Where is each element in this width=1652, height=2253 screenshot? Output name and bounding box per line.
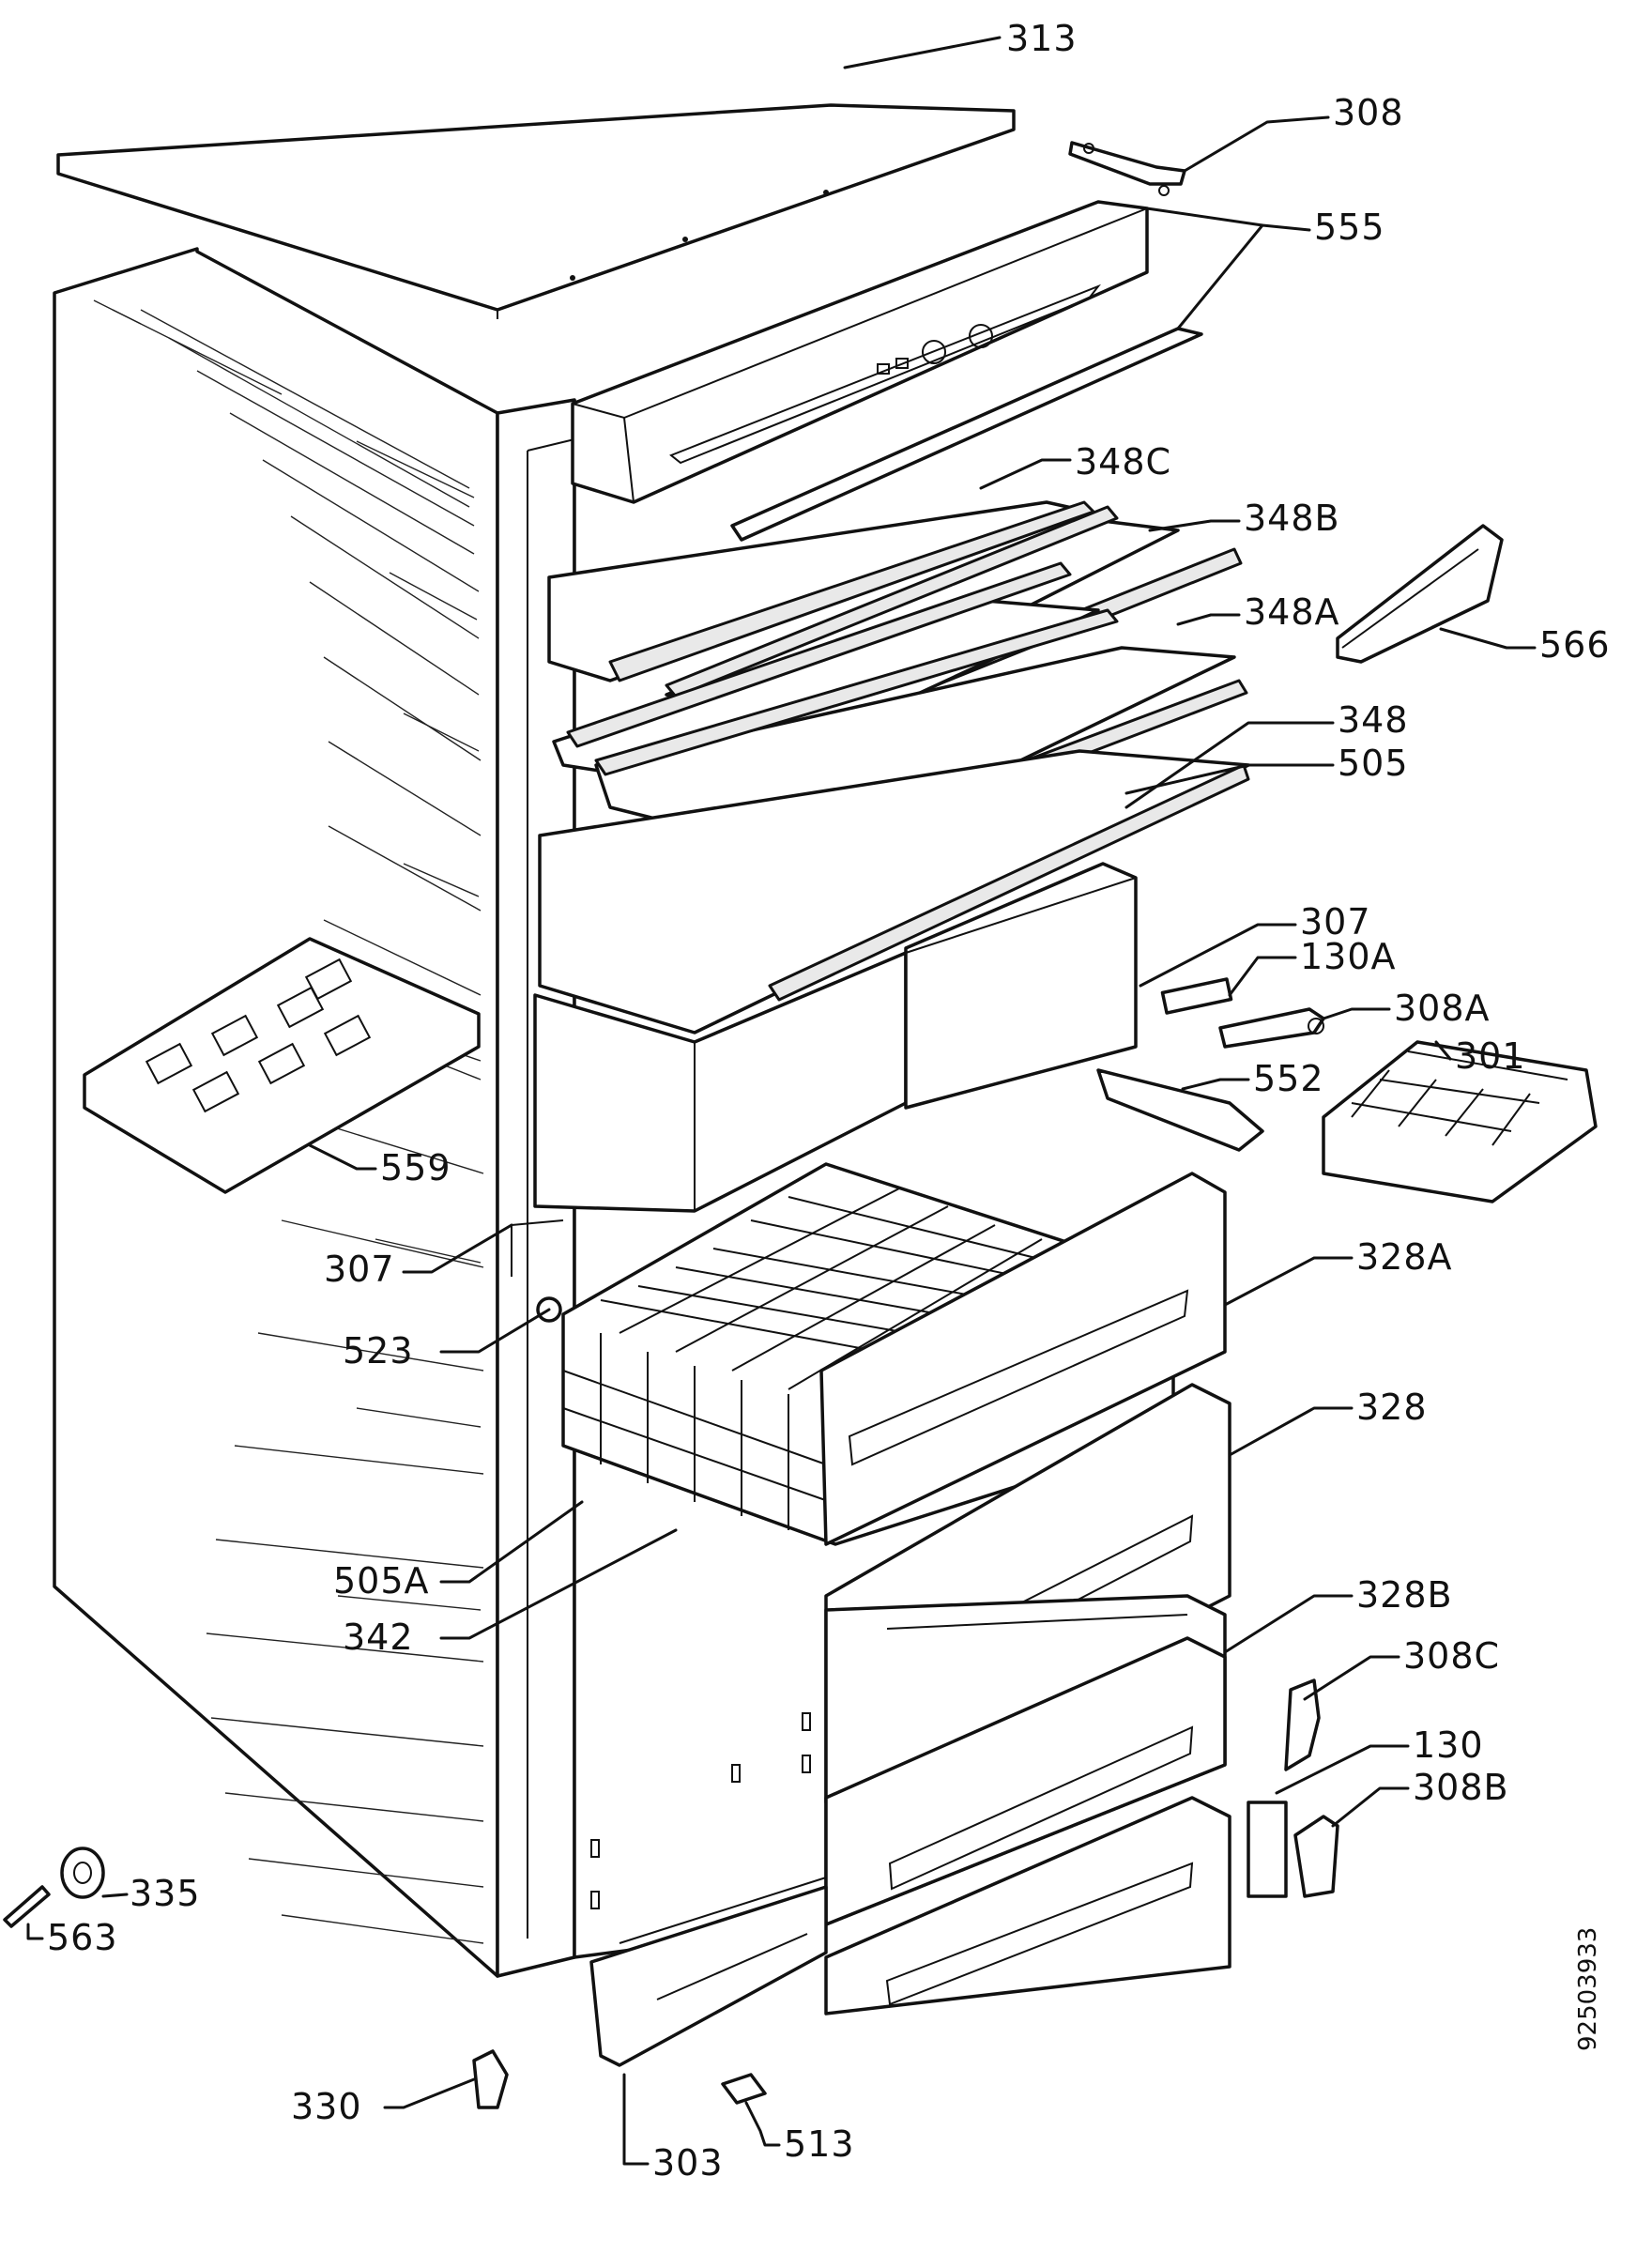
ice-pack-559 [83, 937, 481, 1194]
label-335: 335 [130, 1873, 201, 1914]
label-301: 301 [1455, 1035, 1526, 1077]
plinth-303 [589, 1877, 828, 2067]
label-130: 130 [1413, 1724, 1484, 1766]
ice-tray-301 [1322, 1040, 1598, 1203]
label-555: 555 [1314, 207, 1385, 248]
label-308: 308 [1333, 92, 1404, 133]
label-313: 313 [1006, 18, 1078, 59]
label-348B: 348B [1244, 498, 1340, 539]
label-348C: 348C [1075, 441, 1171, 483]
label-130A: 130A [1300, 936, 1397, 977]
crisper-drawers [533, 862, 1138, 1213]
label-303: 303 [652, 2142, 724, 2184]
label-328A: 328A [1356, 1236, 1453, 1278]
label-348A: 348A [1244, 591, 1340, 633]
label-308A: 308A [1394, 988, 1491, 1029]
handle-566 [1336, 524, 1504, 664]
label-559: 559 [380, 1147, 451, 1188]
label-513: 513 [784, 2123, 855, 2165]
label-342: 342 [343, 1617, 414, 1658]
label-552: 552 [1253, 1058, 1324, 1099]
label-307-top: 307 [1300, 901, 1371, 943]
label-505: 505 [1338, 743, 1409, 784]
label-505A: 505A [333, 1560, 430, 1602]
label-328B: 328B [1356, 1574, 1453, 1616]
top-cover-313 [56, 103, 1016, 319]
part-labels: 313 308 555 348C 348B 566 348A 348 505 3… [47, 18, 1611, 2184]
top-hinge-308 [1068, 141, 1186, 196]
label-348: 348 [1338, 699, 1409, 741]
label-523: 523 [343, 1330, 414, 1372]
feet-and-pins [3, 1296, 767, 2109]
drawer-front-lower [824, 1796, 1231, 2015]
leader-lines [26, 36, 1537, 2166]
document-code: 92503933 [1574, 1927, 1602, 2051]
label-563: 563 [47, 1917, 118, 1958]
label-330: 330 [291, 2086, 362, 2127]
drawer-front-328A [819, 1172, 1227, 1546]
label-328: 328 [1356, 1387, 1428, 1428]
label-308B: 308B [1413, 1767, 1509, 1808]
label-566: 566 [1539, 624, 1611, 666]
label-307-mid: 307 [324, 1249, 395, 1290]
hinge-parts [1096, 977, 1339, 1898]
shelf-505 [538, 749, 1250, 1035]
label-308C: 308C [1403, 1635, 1500, 1677]
control-panel-555 [571, 200, 1203, 542]
